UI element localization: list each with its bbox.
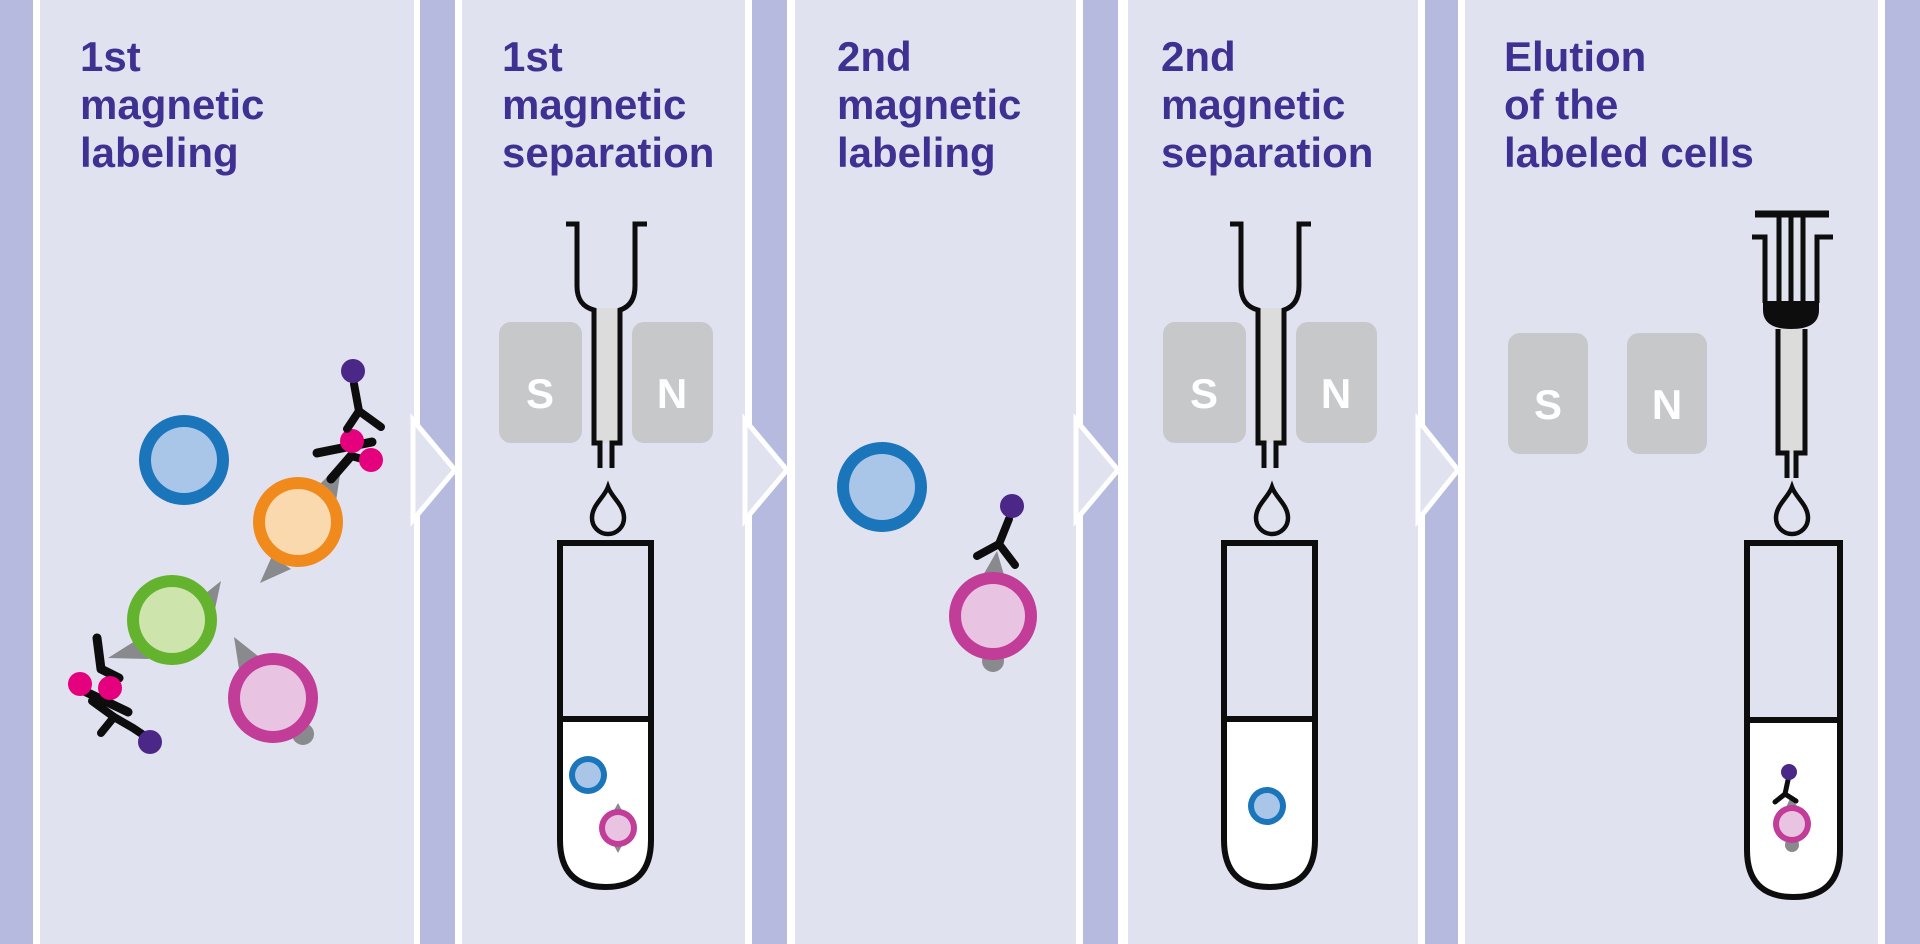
test-tube-icon [1221, 540, 1318, 891]
dye-molecule-icon [1781, 764, 1797, 780]
antibody-icon [79, 633, 133, 717]
elution-column-with-plunger-icon [1752, 210, 1833, 478]
magnetic-bead-icon [359, 448, 383, 472]
magnet-s-label: S [1534, 381, 1562, 428]
antibody-icon [973, 515, 1019, 569]
epitope-spike-icon [201, 581, 221, 609]
cell-pink-small-icon [599, 803, 637, 853]
droplet-icon [589, 480, 627, 537]
separation-column-icon [566, 221, 647, 468]
panel-2-title: 1st magnetic separation [502, 33, 715, 176]
separation-column-icon [1230, 221, 1311, 468]
magnet-n-label: N [657, 370, 687, 417]
arrow-right-icon-4 [1415, 412, 1462, 528]
dye-molecule-icon [341, 359, 365, 383]
cell-pink-labeled-icon [949, 494, 1037, 672]
dye-molecule-icon [138, 730, 162, 754]
cell-pink-labeled-small-icon [1772, 764, 1811, 852]
cell-green-labeled-icon [68, 575, 221, 754]
arrow-right-icon-2 [742, 413, 791, 527]
plunger-icon [1755, 210, 1829, 303]
cell-blue-icon [139, 415, 229, 505]
antibody-icon [343, 380, 385, 433]
arrow-right-icon-1 [410, 413, 459, 527]
plunger-seal [1763, 301, 1819, 329]
magnet-n-label: N [1321, 370, 1351, 417]
droplet-icon [1253, 480, 1291, 537]
epitope-spike-icon [108, 641, 149, 659]
panel-4-title: 2nd magnetic separation [1161, 33, 1374, 176]
magnetic-bead-icon [98, 676, 122, 700]
panel-1-title: 1st magnetic labeling [80, 33, 265, 176]
column-wall [1752, 234, 1768, 303]
magnetic-bead-icon [68, 672, 92, 696]
panel-3-graphics [837, 442, 1037, 672]
arrow-right-icon-3 [1073, 413, 1122, 527]
panel-2-graphics: S N [499, 221, 713, 891]
droplet-icon [1773, 480, 1811, 537]
cell-blue-small-icon [569, 756, 607, 794]
edge-strip-right [1885, 0, 1920, 944]
magnet-s-label: S [1190, 370, 1218, 417]
liquid [563, 722, 648, 884]
magnet-n: N [1296, 322, 1377, 443]
magnet-s: S [1163, 322, 1246, 443]
antibody-icon [88, 697, 149, 740]
epitope-spike-icon [982, 551, 1004, 577]
magnet-n: N [1627, 333, 1707, 454]
epitope-spike-icon [260, 556, 291, 583]
panel-5-graphics: S N [1508, 210, 1843, 901]
column-wall [1814, 234, 1833, 303]
magnet-s: S [1508, 333, 1588, 454]
panel-5-title: Elution of the labeled cells [1504, 33, 1754, 176]
edge-strip-left [0, 0, 33, 944]
epitope-spike-icon [234, 637, 258, 669]
magnetic-bead-icon [340, 429, 364, 453]
test-tube-icon [557, 540, 654, 891]
panel-1-graphics [68, 359, 385, 754]
test-tube-icon [1744, 540, 1843, 901]
cell-blue-small-icon [1248, 787, 1286, 825]
magnet-s-label: S [526, 370, 554, 417]
cell-blue-icon [837, 442, 927, 532]
cell-orange-labeled-icon [253, 359, 385, 583]
dye-molecule-icon [1000, 494, 1024, 518]
panel-3-title: 2nd magnetic labeling [837, 33, 1022, 176]
magnet-n: N [632, 322, 713, 443]
magnet-s: S [499, 322, 582, 443]
panel-4-graphics: S N [1163, 221, 1377, 891]
magnet-n-label: N [1652, 381, 1682, 428]
cell-pink-icon [228, 637, 318, 745]
